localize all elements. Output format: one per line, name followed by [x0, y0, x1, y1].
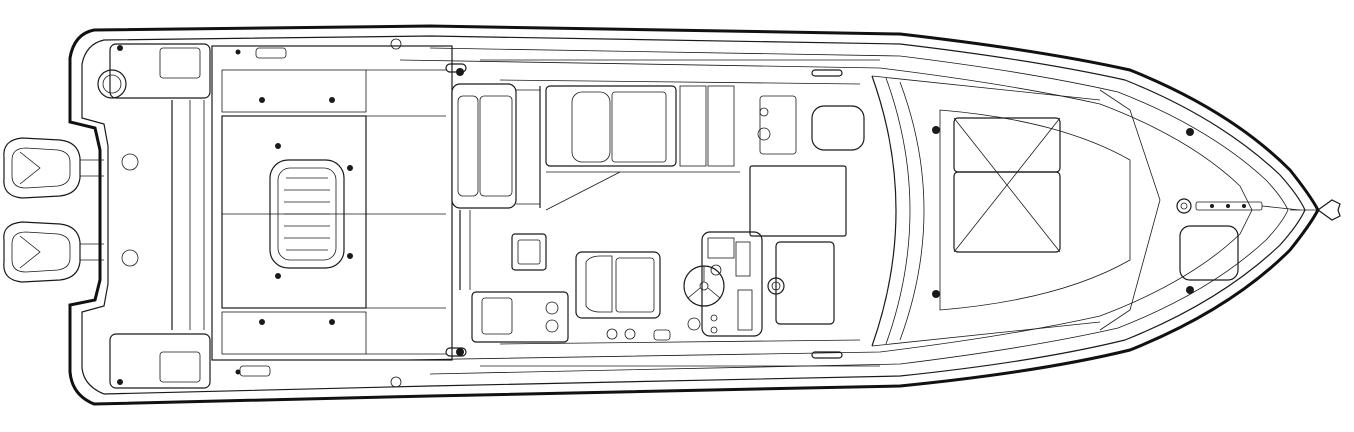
cockpit-deck	[459, 59, 880, 367]
outboard-engine-port-icon	[3, 137, 104, 199]
bow-pulpit-icon	[1290, 199, 1341, 221]
steering-wheel-icon	[683, 265, 725, 307]
deck-hardware	[390, 38, 861, 388]
helm-seat-icon	[575, 251, 661, 319]
cockpit-vent-hatch-icon	[269, 159, 345, 269]
outboard-engine-starboard-icon	[3, 221, 104, 283]
helm-console	[687, 231, 763, 337]
hull-outline	[68, 24, 1341, 406]
transom	[97, 43, 211, 389]
windshield	[871, 75, 1101, 347]
bow-deck	[932, 89, 1239, 331]
companion-console	[749, 95, 865, 325]
aft-cockpit	[211, 45, 453, 377]
anchor-windlass-icon	[1176, 198, 1301, 214]
mezzanine-seat-icon	[451, 68, 541, 356]
wet-bar	[471, 291, 671, 343]
companion-lounge-icon	[545, 85, 740, 211]
